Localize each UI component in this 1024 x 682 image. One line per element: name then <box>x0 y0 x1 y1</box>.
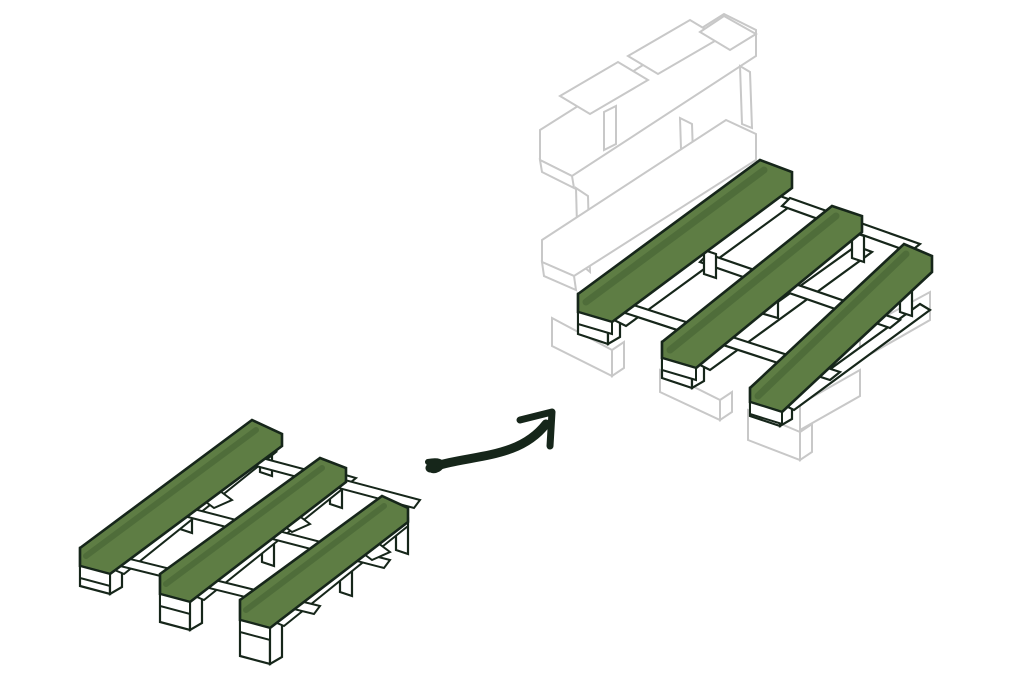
single-pallet <box>78 418 422 666</box>
pallet-top-boards <box>78 418 410 630</box>
pallet-sofa <box>538 12 934 462</box>
curved-arrow-icon <box>425 408 556 474</box>
arrow-head <box>516 408 556 450</box>
seat-top-boards <box>576 158 934 414</box>
arrow-shaft <box>425 419 551 473</box>
faded-backrest-pallet <box>538 12 758 292</box>
